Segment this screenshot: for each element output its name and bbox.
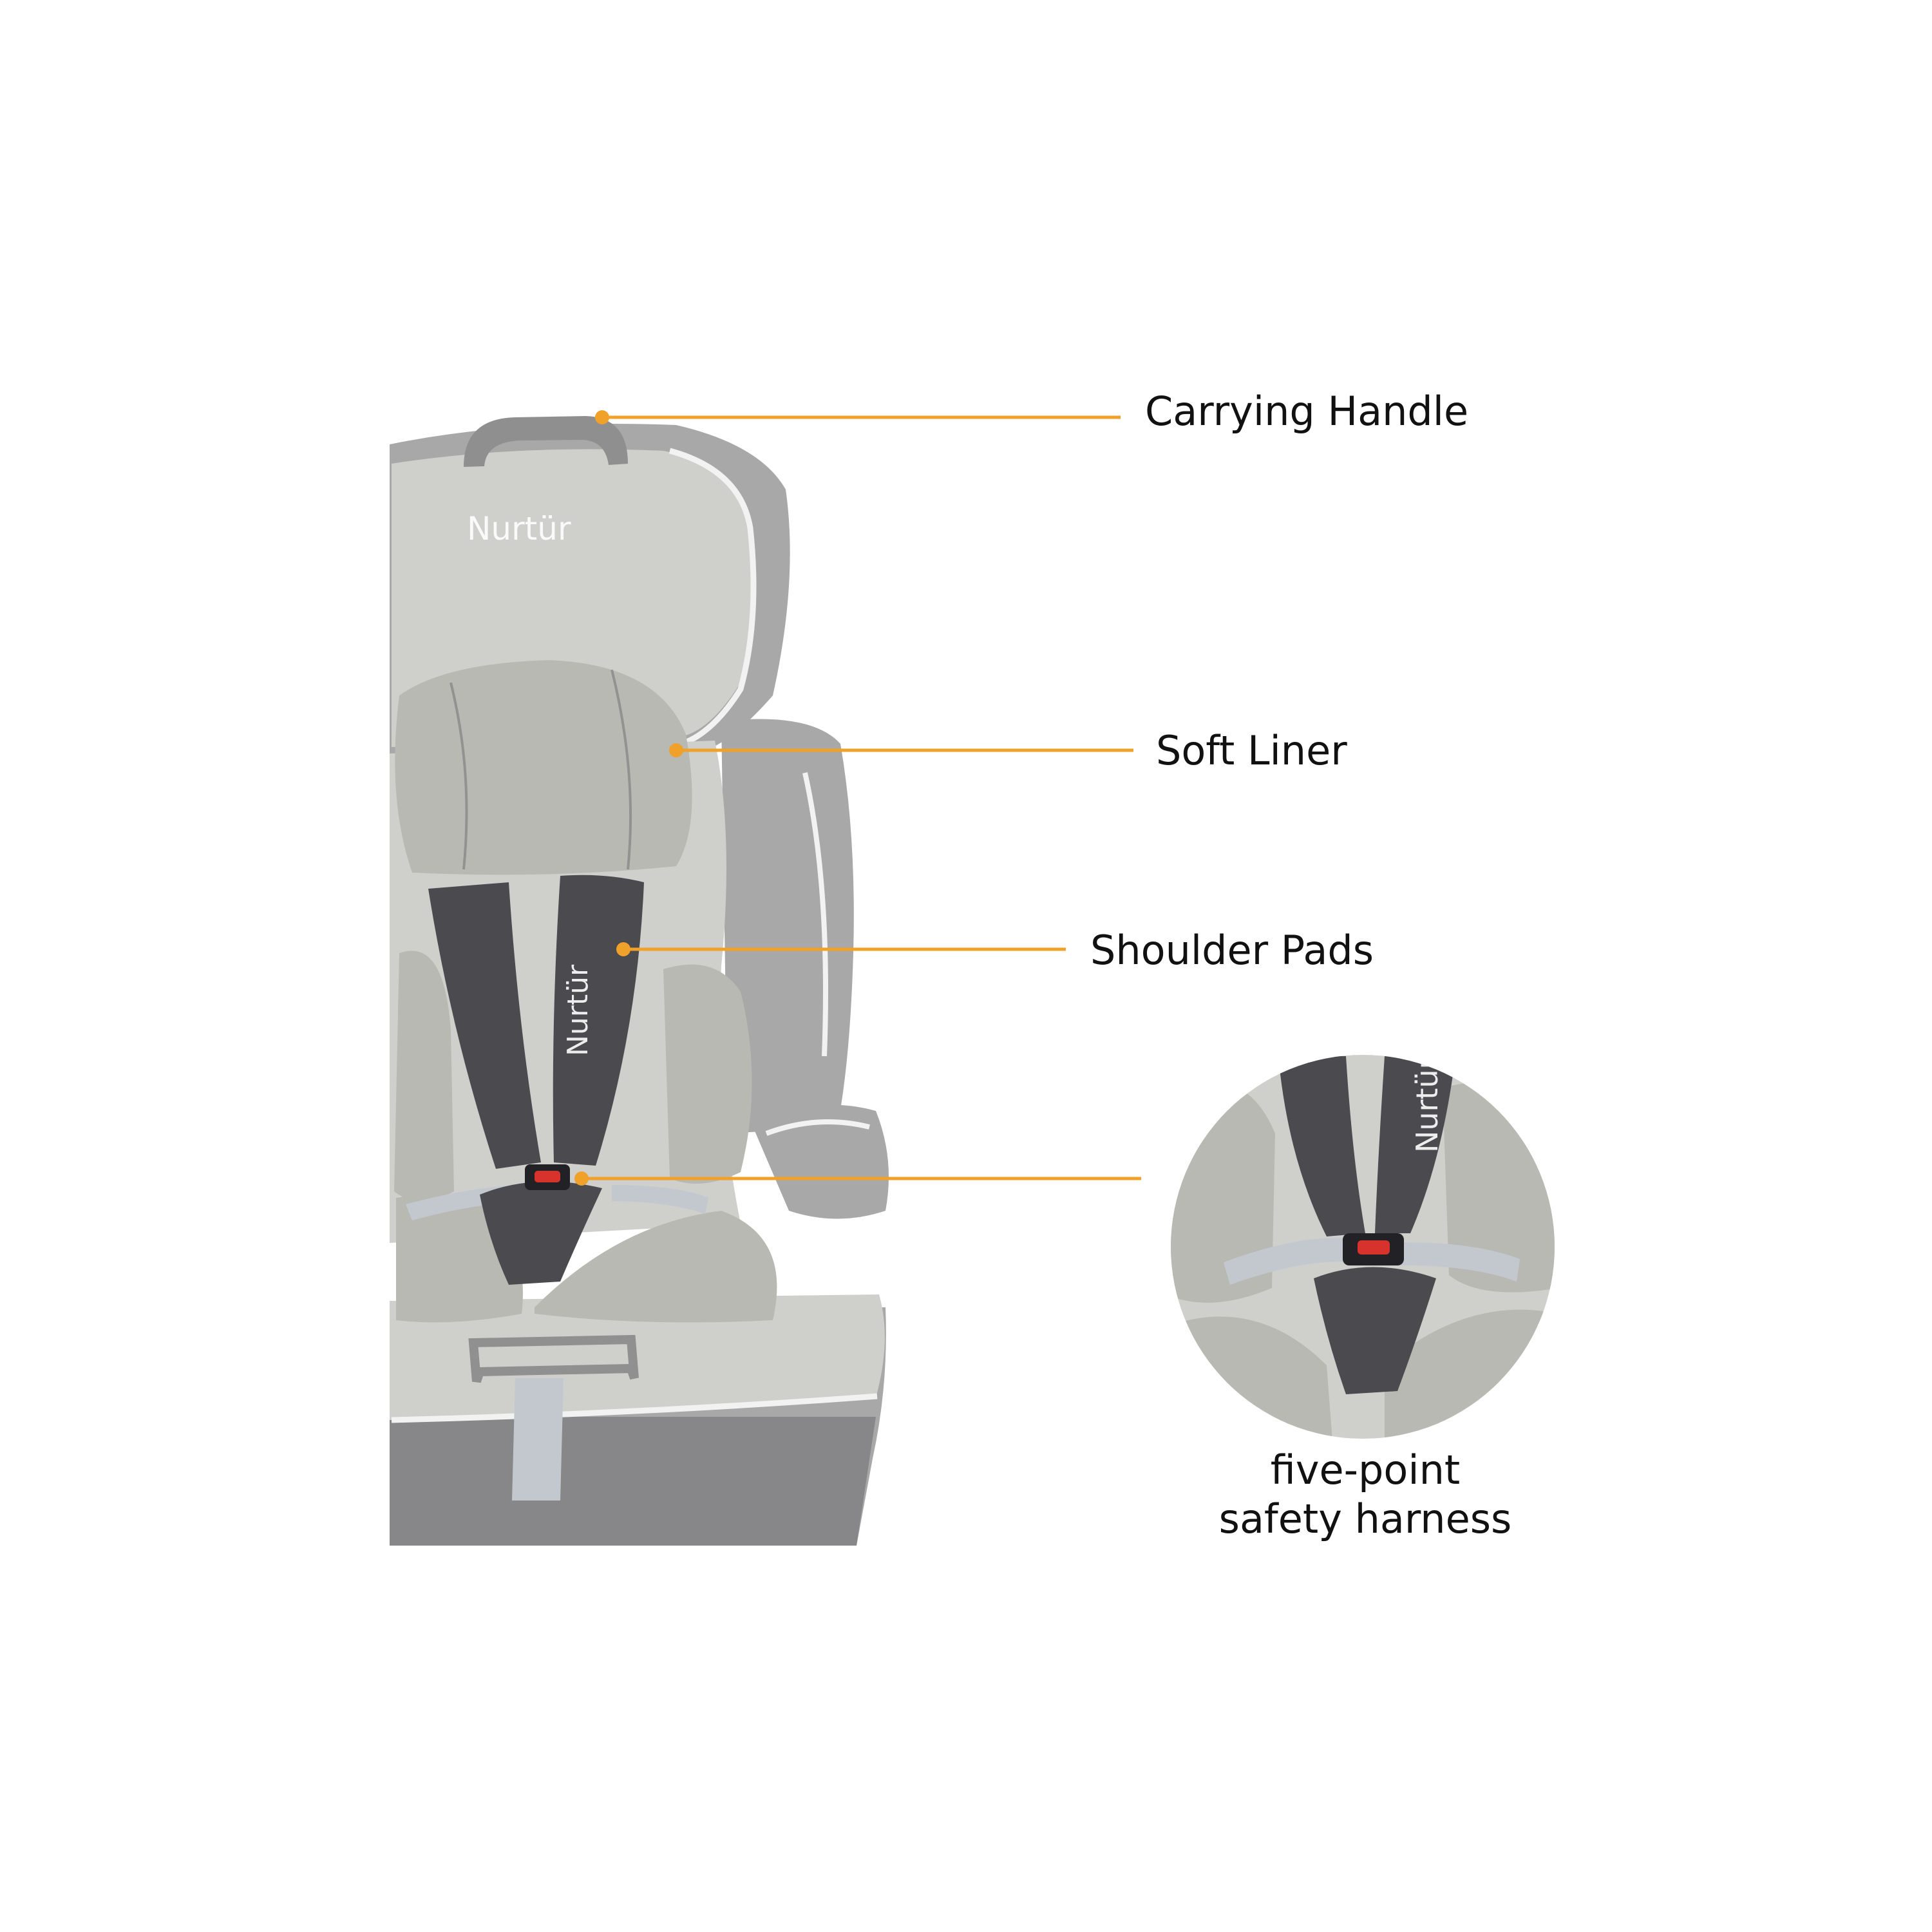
harness-label-line1: five-point	[1270, 1446, 1461, 1493]
brand-logo: Nurtür	[467, 510, 571, 547]
armrest-piping	[765, 1119, 870, 1136]
seat-cushion-piping	[391, 1393, 878, 1423]
armrest	[750, 1104, 889, 1219]
belt-guide	[468, 1334, 639, 1383]
harness-zoom-circle: Nurtür	[1171, 1055, 1555, 1439]
backrest-wing	[721, 719, 854, 1133]
soft-liner-seat-right	[535, 1211, 777, 1323]
seat-base-shadow	[390, 1417, 876, 1546]
soft-liner-seam-left	[450, 682, 468, 870]
harness-buckle-button	[535, 1171, 560, 1182]
headrest-piping	[668, 448, 757, 750]
callout-label-carrying-handle: Carrying Handle	[1145, 388, 1469, 435]
backrest-wing-piping	[802, 772, 828, 1057]
soft-liner-seam-right	[611, 669, 632, 870]
soft-liner-right-bolster	[663, 964, 752, 1184]
shoulder-pad-logo: Nurtür	[562, 964, 594, 1056]
shoulder-pad-left	[428, 882, 541, 1169]
harness-label-line2: safety harness	[1218, 1495, 1512, 1542]
seat-cushion-front	[390, 1294, 885, 1420]
callout-label-shoulder-pads: Shoulder Pads	[1090, 927, 1374, 974]
soft-liner-left-bolster	[394, 951, 454, 1201]
carrying-handle	[464, 416, 628, 467]
lap-belt-right	[612, 1185, 708, 1214]
car-seat-image: Nurtür Nurtür	[390, 416, 889, 1546]
callout-label-safety-harness: five-point safety harness	[1172, 1446, 1558, 1544]
crotch-pad	[480, 1181, 602, 1285]
callout-dot-harness	[574, 1171, 589, 1186]
callout-label-soft-liner: Soft Liner	[1156, 727, 1347, 774]
seat-strap	[512, 1378, 564, 1501]
callout-lines	[574, 410, 1141, 1186]
zoom-logo: Nurtür	[1410, 1057, 1444, 1153]
callout-dot-shoulder	[616, 942, 630, 956]
soft-liner-head	[395, 660, 692, 875]
callout-dot-liner	[669, 743, 683, 757]
callout-dot-handle	[595, 410, 609, 424]
